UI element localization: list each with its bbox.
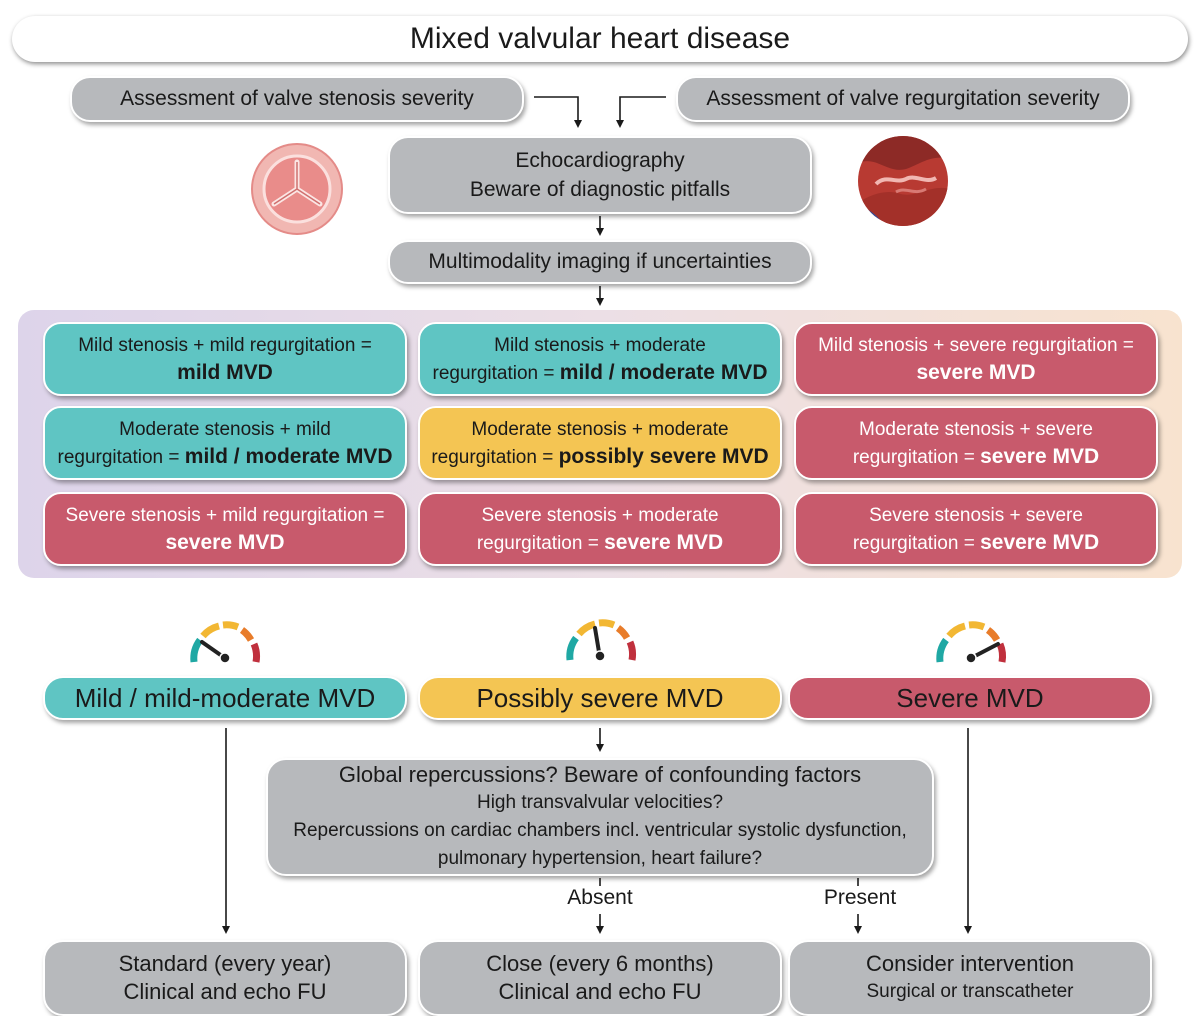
regurgitation-assessment-label: Assessment of valve regurgitation severi… xyxy=(706,87,1100,110)
category-mild-bar: Mild / mild-moderate MVD xyxy=(43,676,407,720)
multimodality-imaging-label: Multimodality imaging if uncertainties xyxy=(428,250,772,273)
global-repercussions-line: Repercussions on cardiac chambers incl. … xyxy=(293,820,907,841)
grid-cell-severe-severe: Severe stenosis + severe regurgitation =… xyxy=(794,492,1158,566)
stenosis-assessment-label: Assessment of valve stenosis severity xyxy=(120,87,474,110)
grid-cell-severe-moderate: Severe stenosis + moderate regurgitation… xyxy=(418,492,782,566)
grid-cell-text: Mild stenosis + moderate xyxy=(494,334,706,356)
outcome-close-detail: Clinical and echo FU xyxy=(498,979,702,1004)
grid-cell-mild-mild: Mild stenosis + mild regurgitation = mil… xyxy=(43,322,407,396)
regurgitation-assessment-box: Assessment of valve regurgitation severi… xyxy=(676,76,1130,122)
global-repercussions-box: Global repercussions? Beware of confound… xyxy=(266,758,934,876)
echocardiography-label: Echocardiography xyxy=(515,149,685,172)
grid-cell-text: Mild stenosis + mild regurgitation = xyxy=(78,335,372,356)
gauge-low-icon xyxy=(186,612,264,672)
grid-cell-text: regurgitation = xyxy=(431,446,559,468)
category-severe-label: Severe MVD xyxy=(896,682,1044,713)
grid-cell-result: severe MVD xyxy=(165,531,285,554)
grid-cell-result: mild / moderate MVD xyxy=(184,444,393,468)
category-mild-label: Mild / mild-moderate MVD xyxy=(74,682,376,713)
grid-cell-result: severe MVD xyxy=(604,530,724,554)
stenotic-valve-icon xyxy=(250,142,344,236)
arrow-stenosis-to-echo xyxy=(534,96,582,128)
echocardiography-box: Echocardiography Beware of diagnostic pi… xyxy=(388,136,812,214)
global-repercussions-line: pulmonary hypertension, heart failure? xyxy=(437,848,763,869)
grid-cell-moderate-moderate: Moderate stenosis + moderate regurgitati… xyxy=(418,406,782,480)
grid-cell-result: mild MVD xyxy=(177,361,273,384)
grid-cell-text: regurgitation = xyxy=(852,532,981,554)
arrow-regurgitation-to-echo xyxy=(616,96,666,128)
outcome-intervention-title: Consider intervention xyxy=(866,951,1074,976)
regurgitant-valve-icon xyxy=(856,134,950,228)
page-title-text: Mixed valvular heart disease xyxy=(409,22,791,55)
grid-cell-result: severe MVD xyxy=(916,361,1036,384)
grid-cell-mild-moderate: Mild stenosis + moderate regurgitation =… xyxy=(418,322,782,396)
absent-branch-label: Absent xyxy=(567,886,633,909)
outcome-close-title: Close (every 6 months) xyxy=(486,951,714,976)
outcome-standard-box: Standard (every year) Clinical and echo … xyxy=(43,940,407,1016)
grid-cell-text: Severe stenosis + severe xyxy=(869,504,1083,526)
outcome-intervention-detail: Surgical or transcatheter xyxy=(866,981,1074,1002)
page-title: Mixed valvular heart disease xyxy=(12,16,1188,62)
gauge-high-icon xyxy=(932,612,1010,672)
stenosis-assessment-box: Assessment of valve stenosis severity xyxy=(70,76,524,122)
category-possibly-severe-bar: Possibly severe MVD xyxy=(418,676,782,720)
grid-cell-text: regurgitation = xyxy=(476,532,605,554)
grid-cell-result: severe MVD xyxy=(980,530,1100,554)
grid-cell-mild-severe: Mild stenosis + severe regurgitation = s… xyxy=(794,322,1158,396)
grid-cell-severe-mild: Severe stenosis + mild regurgitation = s… xyxy=(43,492,407,566)
multimodality-imaging-box: Multimodality imaging if uncertainties xyxy=(388,240,812,284)
grid-cell-moderate-severe: Moderate stenosis + severe regurgitation… xyxy=(794,406,1158,480)
grid-cell-text: Moderate stenosis + moderate xyxy=(471,418,729,440)
grid-cell-result: severe MVD xyxy=(980,444,1100,468)
grid-cell-text: Mild stenosis + severe regurgitation = xyxy=(818,335,1134,356)
grid-cell-text: Moderate stenosis + severe xyxy=(859,418,1093,440)
grid-cell-result: possibly severe MVD xyxy=(558,444,769,468)
grid-cell-result: mild / moderate MVD xyxy=(559,360,768,384)
diagnostic-pitfalls-label: Beware of diagnostic pitfalls xyxy=(469,178,731,201)
grid-cell-text: regurgitation = xyxy=(432,362,560,384)
grid-cell-moderate-mild: Moderate stenosis + mild regurgitation =… xyxy=(43,406,407,480)
grid-cell-text: Severe stenosis + moderate xyxy=(481,504,719,526)
grid-cell-text: Severe stenosis + mild regurgitation = xyxy=(65,505,385,526)
grid-cell-text: Moderate stenosis + mild xyxy=(119,418,331,440)
global-repercussions-heading: Global repercussions? Beware of confound… xyxy=(338,762,862,787)
outcome-standard-detail: Clinical and echo FU xyxy=(123,979,327,1004)
category-possibly-severe-label: Possibly severe MVD xyxy=(476,682,724,713)
grid-cell-text: regurgitation = xyxy=(852,446,981,468)
grid-cell-text: regurgitation = xyxy=(57,446,185,468)
present-branch-label: Present xyxy=(823,886,897,909)
category-severe-bar: Severe MVD xyxy=(788,676,1152,720)
gauge-mid-icon xyxy=(562,610,640,670)
outcome-standard-title: Standard (every year) xyxy=(118,951,332,976)
global-repercussions-line: High transvalvular velocities? xyxy=(476,792,724,813)
